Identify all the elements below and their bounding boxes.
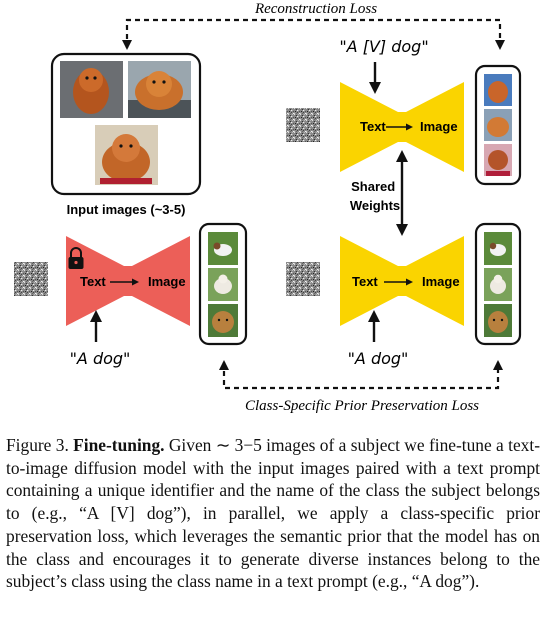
prompt-class-left: "A dog"	[70, 349, 131, 368]
dog-photo	[484, 268, 512, 301]
model-image-label: Image	[148, 274, 186, 289]
caption-body: Given ∼ 3−5 images of a subject we fine-…	[6, 435, 541, 592]
caption-label: Figure 3.	[6, 435, 69, 455]
model-text-label: Text	[80, 274, 106, 289]
fine-tuning-figure: Reconstruction Loss Input images (~3-5) …	[14, 1, 522, 414]
model-text-label: Text	[360, 119, 386, 134]
noise-icon	[14, 262, 48, 296]
chow-chow-photo	[484, 109, 512, 141]
prompt-unique: "A [V] dog"	[339, 37, 428, 56]
dog-photo	[484, 304, 512, 337]
prior-preservation-loss-label: Class-Specific Prior Preservation Loss	[245, 398, 479, 414]
chow-chow-photo	[60, 61, 123, 118]
chow-chow-photo	[484, 144, 512, 176]
reconstruction-loss-arrow	[122, 18, 505, 50]
lock-icon	[68, 247, 84, 269]
dog-photo	[208, 268, 238, 301]
shared-weights-arrow	[396, 150, 408, 236]
prompt-arrow-right	[368, 310, 380, 342]
figure-caption: Figure 3. Fine-tuning. Given ∼ 3−5 image…	[6, 434, 540, 593]
noise-icon	[286, 262, 320, 296]
model-text-label: Text	[352, 274, 378, 289]
prior-preservation-loss-arrow	[219, 360, 503, 390]
diffusion-model-bottom	[340, 236, 464, 326]
noise-icon	[286, 108, 320, 142]
diffusion-model-frozen	[66, 236, 190, 326]
prompt-arrow-top	[369, 62, 381, 94]
chow-chow-photo	[128, 61, 191, 118]
model-image-label: Image	[422, 274, 460, 289]
dog-photo	[208, 232, 238, 265]
caption-title: Fine-tuning.	[73, 435, 165, 455]
model-image-label: Image	[420, 119, 458, 134]
chow-chow-photo	[95, 125, 158, 185]
reconstruction-loss-label: Reconstruction Loss	[254, 1, 377, 17]
input-images-label: Input images (~3-5)	[67, 202, 186, 217]
shared-weights-label: Shared Weights	[350, 179, 400, 213]
chow-chow-photo	[484, 74, 512, 106]
prompt-arrow-left	[90, 310, 102, 342]
dog-photo	[208, 304, 238, 337]
prompt-class-right: "A dog"	[348, 349, 409, 368]
dog-photo	[484, 232, 512, 265]
